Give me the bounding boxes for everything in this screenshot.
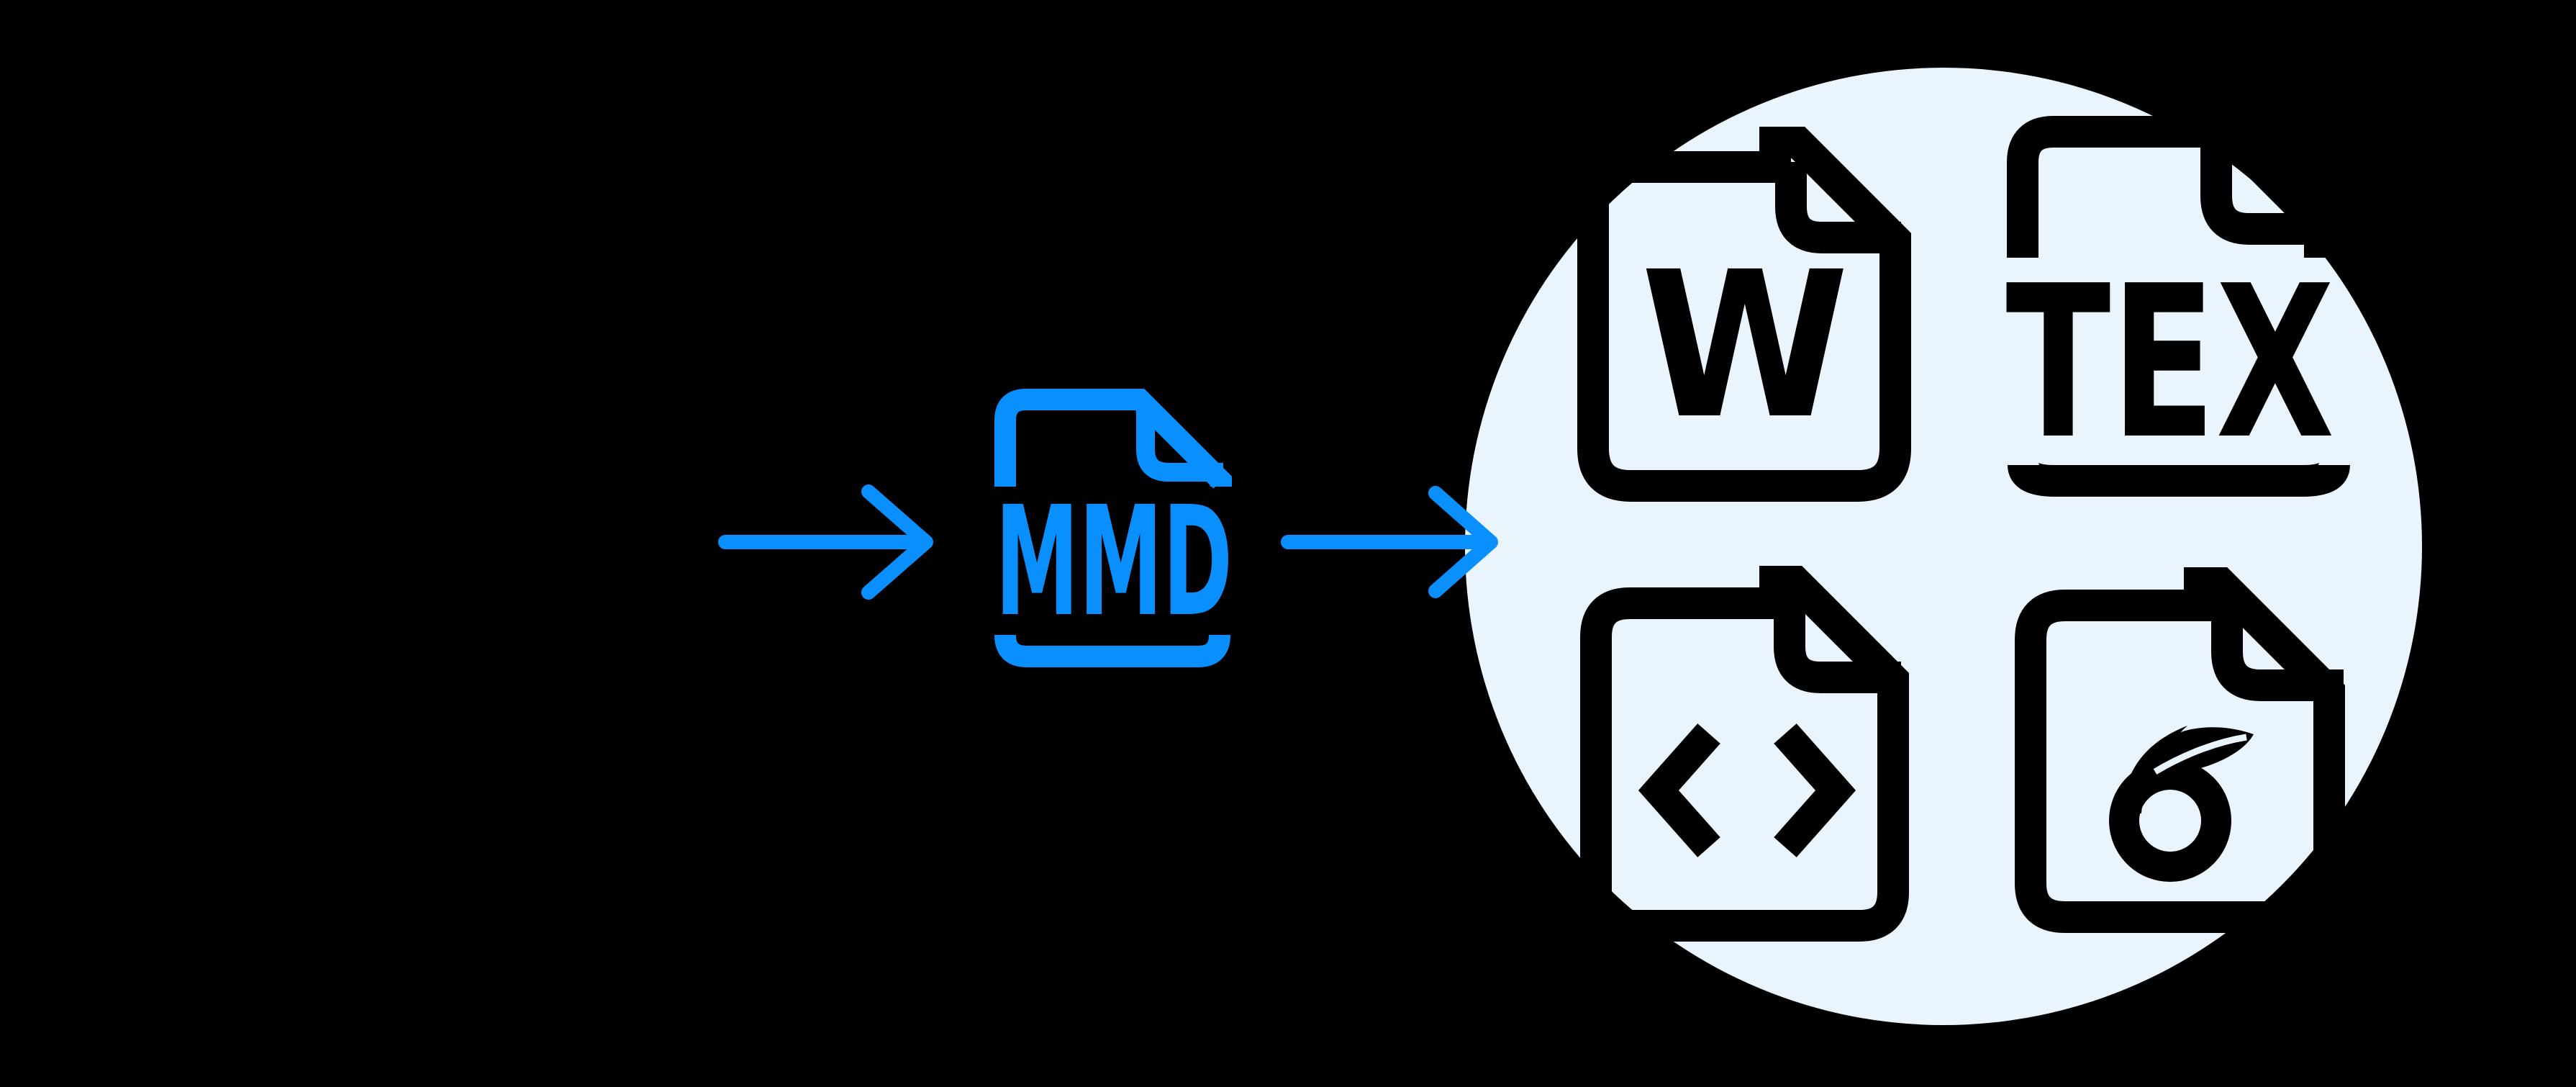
- output-arrow-head: [1428, 486, 1498, 598]
- latex-file-fold-icon: [2200, 134, 2333, 245]
- mmd-file-icon: MMD: [994, 389, 1233, 667]
- mmd-file-outline: [994, 389, 1232, 489]
- mmd-file-fold-icon: [1136, 405, 1223, 482]
- mmd6-file-outline: [2015, 567, 2345, 933]
- html-file-icon: [1580, 566, 1909, 942]
- html-file-outline: [1580, 566, 1909, 942]
- chevron-right-icon: [1774, 723, 1856, 857]
- leaf-vein: [2153, 734, 2247, 775]
- output-arrow-icon: [1281, 486, 1498, 598]
- word-file-label: W: [1641, 229, 1849, 464]
- code-chevrons-glyph: [1638, 723, 1856, 857]
- mmd6-file-fold-icon: [2211, 597, 2344, 701]
- six-neck: [2121, 726, 2187, 813]
- input-arrow-icon: [718, 484, 933, 600]
- mmd6-leaf-glyph: [2109, 726, 2254, 882]
- word-file-icon: W: [1577, 127, 1911, 502]
- latex-file-label: TEX: [2006, 240, 2335, 485]
- mmd-file-label: MMD: [995, 474, 1233, 650]
- word-file-outline: [1577, 127, 1911, 502]
- six-ring: [2109, 759, 2231, 882]
- latex-file-icon: TEX: [2006, 101, 2350, 497]
- latex-file-outline: [2007, 101, 2336, 258]
- input-arrow-head: [861, 484, 933, 600]
- word-file-fold-icon: [1775, 162, 1901, 253]
- html-file-fold-icon: [1774, 597, 1901, 693]
- mmd-file-bottom: [994, 634, 1230, 667]
- latex-file-bottom: [2008, 461, 2350, 497]
- mmd6-leaf-file-icon: [2015, 567, 2345, 933]
- chevron-left-icon: [1638, 723, 1720, 857]
